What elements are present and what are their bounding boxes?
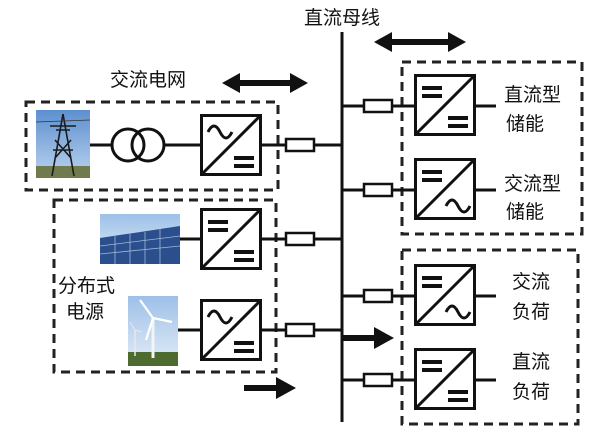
distributed-source-label-line2: 电源 [66, 301, 104, 323]
ac-load-converter [414, 264, 476, 326]
dc-load-label-line1: 直流 [512, 351, 550, 373]
ac-grid-group [24, 100, 280, 192]
transformer-icon [110, 127, 166, 163]
breaker-grid [284, 137, 316, 153]
ac-storage-converter [414, 158, 476, 220]
dc-storage-label-line2: 储能 [506, 113, 544, 135]
ac-grid-label: 交流电网 [110, 69, 186, 91]
dc-load-label-line2: 负荷 [512, 381, 550, 403]
power-flow-arrow-grid [222, 73, 308, 93]
power-flow-arrow-source [244, 377, 296, 399]
transmission-tower-icon [35, 110, 91, 178]
power-flow-arrow-load [342, 327, 394, 349]
breaker-dc-load [362, 372, 394, 388]
ac-storage-label-line1: 交流型 [504, 173, 561, 195]
ac-load-label-line1: 交流 [512, 271, 550, 293]
storage-group [400, 60, 584, 236]
pv-converter [200, 208, 262, 270]
dc-storage-converter [414, 74, 476, 136]
breaker-ac-load [362, 288, 394, 304]
distributed-source-group [52, 198, 278, 374]
breaker-wind [284, 322, 316, 338]
dc-storage-label-line1: 直流型 [504, 84, 561, 106]
power-flow-arrow-top-right [374, 32, 466, 52]
solar-panel-icon [99, 214, 181, 264]
wind-converter [200, 299, 262, 361]
load-group [400, 248, 580, 426]
breaker-dc-storage [362, 98, 394, 114]
grid-converter [200, 114, 262, 176]
dc-load-converter [414, 348, 476, 410]
wind-turbine-icon [128, 296, 178, 366]
dc-bus-label: 直流母线 [304, 7, 380, 29]
ac-storage-label-line2: 储能 [506, 201, 544, 223]
distributed-source-label-line1: 分布式 [58, 275, 115, 297]
breaker-ac-storage [362, 182, 394, 198]
ac-load-label-line2: 负荷 [512, 301, 550, 323]
breaker-pv [284, 231, 316, 247]
